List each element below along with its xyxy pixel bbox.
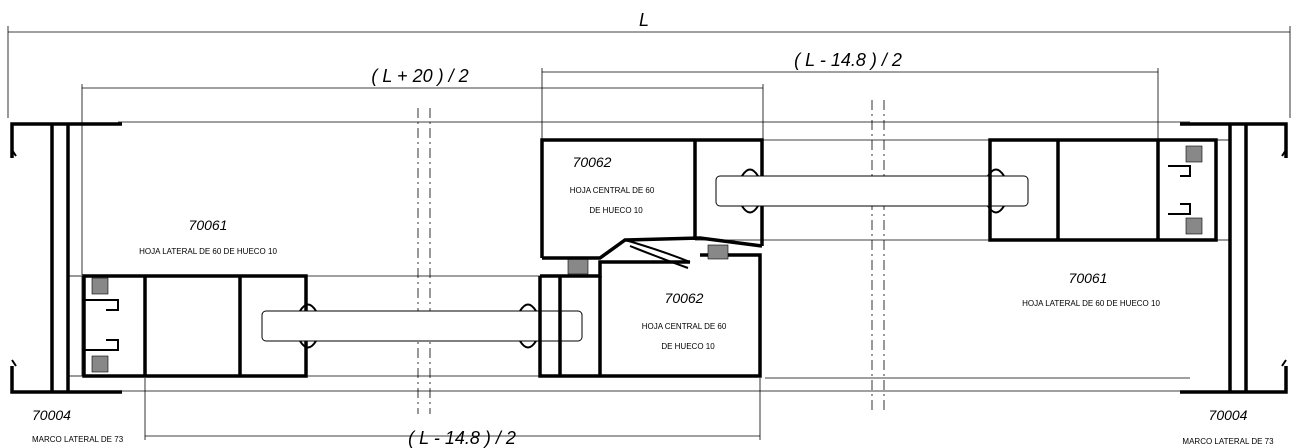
right-frame-label: 70004 MARCO LATERAL DE 73 — [1182, 407, 1274, 446]
left-frame-profile — [10, 122, 122, 394]
dimension-total-label: L — [639, 10, 649, 30]
lower-central-sash-label: 70062 HOJA CENTRAL DE 60 DE HUECO 10 — [642, 290, 727, 351]
left-frame-description: MARCO LATERAL DE 73 — [32, 435, 124, 444]
upper-central-sash-label: 70062 HOJA CENTRAL DE 60 DE HUECO 10 — [570, 154, 655, 215]
right-lateral-sash-label: 70061 HOJA LATERAL DE 60 DE HUECO 10 — [1022, 270, 1160, 308]
right-lateral-sash-code: 70061 — [1069, 270, 1108, 286]
right-frame-code: 70004 — [1209, 407, 1248, 423]
right-frame-profile — [1180, 122, 1288, 394]
upper-central-sash-profile — [540, 138, 1029, 269]
left-lateral-sash-label: 70061 HOJA LATERAL DE 60 DE HUECO 10 — [139, 217, 277, 256]
dimension-total: L — [7, 10, 1291, 118]
right-glass-pane — [715, 175, 1029, 207]
dimension-left-sash-bottom-label: ( L - 14.8 ) / 2 — [408, 428, 516, 448]
lower-central-sash-description-line2: DE HUECO 10 — [661, 342, 715, 351]
right-lateral-sash-description: HOJA LATERAL DE 60 DE HUECO 10 — [1022, 299, 1160, 308]
lower-central-sash-profile — [538, 244, 762, 378]
left-lateral-sash-profile — [82, 274, 583, 378]
dimension-right-sash-top: ( L - 14.8 ) / 2 — [541, 50, 1159, 140]
lower-central-sash-code: 70062 — [665, 290, 704, 306]
left-lateral-sash-description: HOJA LATERAL DE 60 DE HUECO 10 — [139, 247, 277, 256]
upper-central-sash-code: 70062 — [573, 154, 612, 170]
dimension-right-sash-top-label: ( L - 14.8 ) / 2 — [794, 50, 902, 70]
track-guide-lines — [118, 121, 1190, 392]
upper-central-sash-description-line1: HOJA CENTRAL DE 60 — [570, 186, 655, 195]
dimension-left-sash-label: ( L + 20 ) / 2 — [371, 66, 468, 86]
right-frame-description: MARCO LATERAL DE 73 — [1182, 437, 1274, 446]
break-lines — [417, 100, 885, 414]
upper-central-sash-description-line2: DE HUECO 10 — [589, 206, 643, 215]
dimension-left-sash: ( L + 20 ) / 2 — [81, 66, 764, 275]
lower-central-sash-description-line1: HOJA CENTRAL DE 60 — [642, 322, 727, 331]
left-frame-code: 70004 — [32, 407, 71, 423]
left-lateral-sash-code: 70061 — [189, 217, 228, 233]
dimension-left-sash-bottom: ( L - 14.8 ) / 2 — [144, 378, 761, 448]
left-glass-pane — [261, 310, 583, 342]
left-frame-label: 70004 MARCO LATERAL DE 73 — [32, 407, 124, 444]
